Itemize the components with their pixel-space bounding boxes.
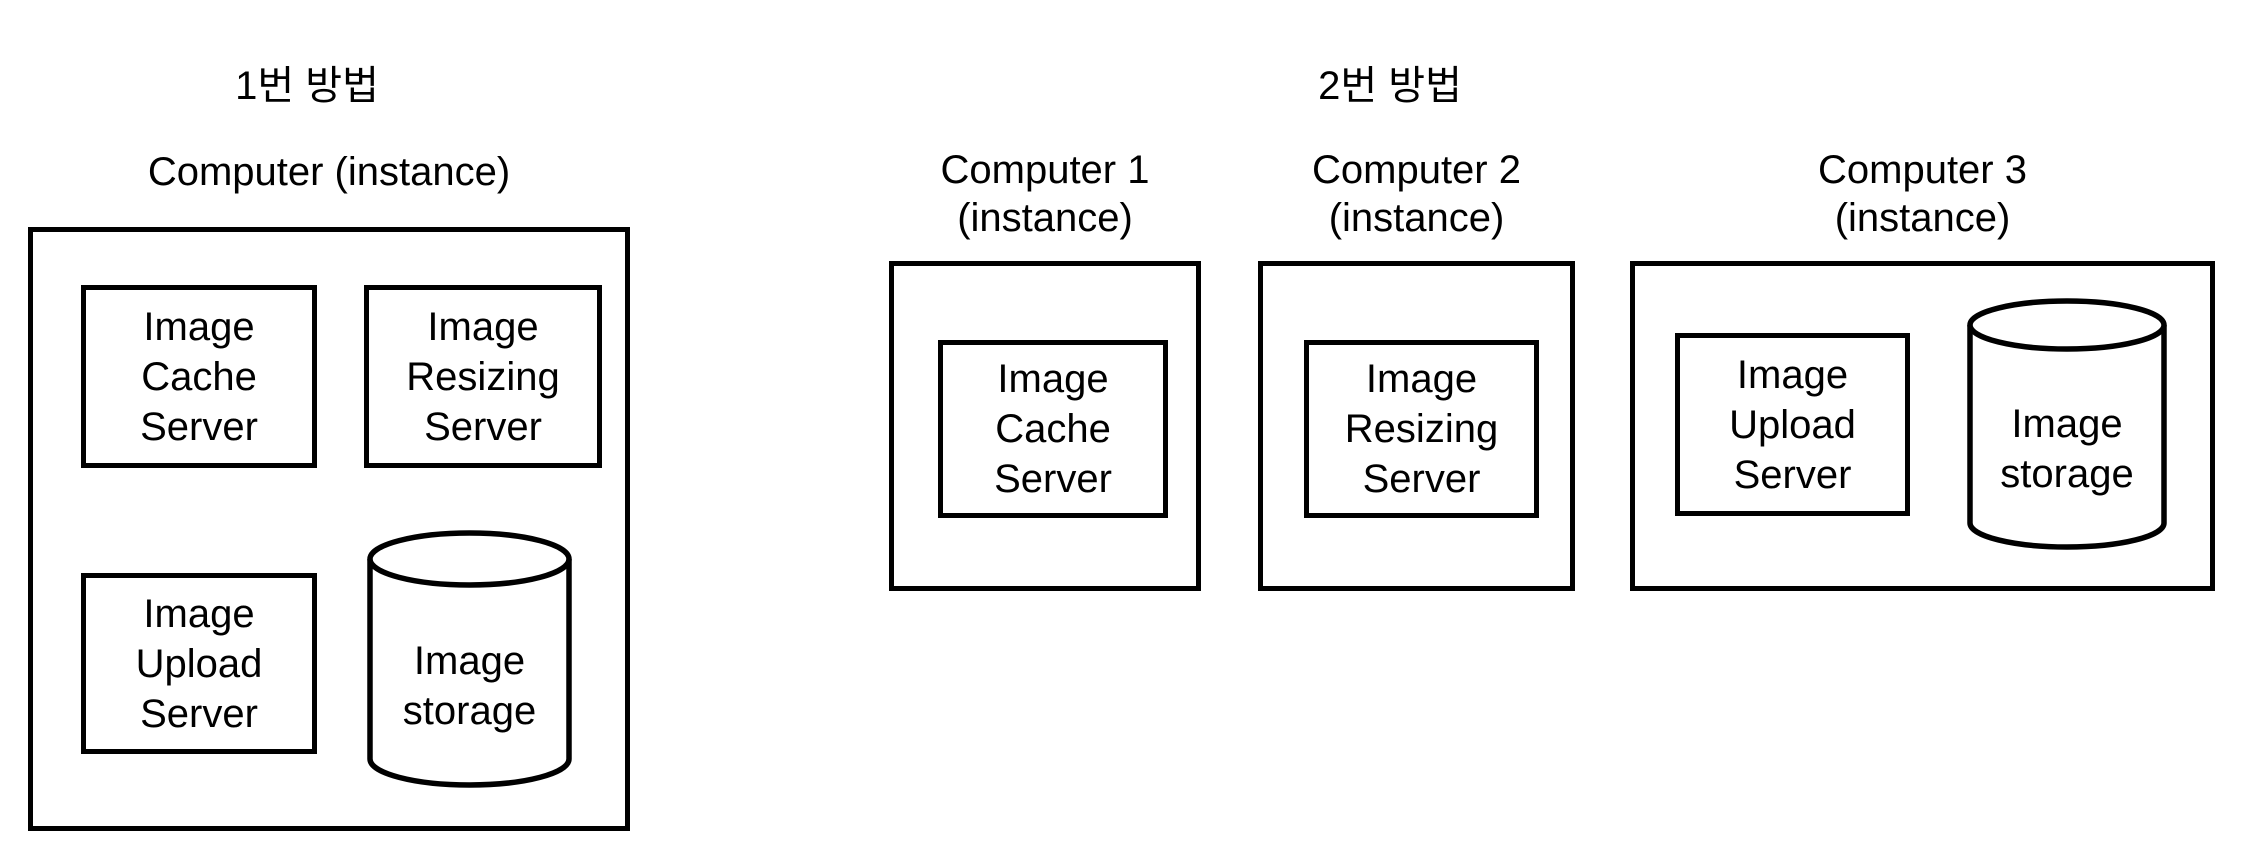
computer1-label: Computer 1 (instance) xyxy=(889,146,1201,242)
method1-image-cache-server-node: Image Cache Server xyxy=(81,285,317,468)
computer1-type: (instance) xyxy=(957,196,1133,240)
method1-image-storage-node: Image storage xyxy=(367,530,572,790)
computer2-type: (instance) xyxy=(1328,196,1505,240)
computer3-image-storage-node: Image storage xyxy=(1967,298,2167,552)
image-storage-label: Image storage xyxy=(402,638,537,733)
method1-title: 1번 방법 xyxy=(235,64,379,108)
computer3-type: (instance) xyxy=(1834,196,2011,240)
database-cylinder-icon xyxy=(367,530,572,788)
image-storage-label: Image storage xyxy=(2000,401,2134,496)
computer2-box: Image Resizing Server xyxy=(1258,261,1575,591)
computer2-label: Computer 2 (instance) xyxy=(1258,146,1575,242)
computer3-image-upload-server-node: Image Upload Server xyxy=(1675,333,1910,516)
computer2-image-resizing-server-node: Image Resizing Server xyxy=(1304,340,1539,518)
computer2-name: Computer 2 xyxy=(1312,148,1521,192)
computer3-name: Computer 3 xyxy=(1818,148,2027,192)
image-upload-server-label: Image Upload Server xyxy=(1729,352,1856,497)
method1-computer-instance-label: Computer (instance) xyxy=(147,150,511,194)
image-cache-server-label: Image Cache Server xyxy=(994,357,1112,501)
method2-title: 2번 방법 xyxy=(1318,64,1462,108)
method1-computer-box: Image Cache Server Image Resizing Server… xyxy=(28,227,630,831)
image-resizing-server-label: Image Resizing Server xyxy=(406,304,560,449)
database-cylinder-icon xyxy=(1967,298,2167,550)
computer3-box: Image Upload Server Image storage xyxy=(1630,261,2215,591)
method1-image-resizing-server-node: Image Resizing Server xyxy=(364,285,602,468)
image-cache-server-label: Image Cache Server xyxy=(140,304,258,449)
computer3-label: Computer 3 (instance) xyxy=(1630,146,2215,242)
computer1-box: Image Cache Server xyxy=(889,261,1201,591)
computer1-image-cache-server-node: Image Cache Server xyxy=(938,340,1168,518)
method1-image-upload-server-node: Image Upload Server xyxy=(81,573,317,754)
image-resizing-server-label: Image Resizing Server xyxy=(1344,357,1499,501)
computer1-name: Computer 1 xyxy=(940,148,1150,192)
image-upload-server-label: Image Upload Server xyxy=(135,591,263,736)
